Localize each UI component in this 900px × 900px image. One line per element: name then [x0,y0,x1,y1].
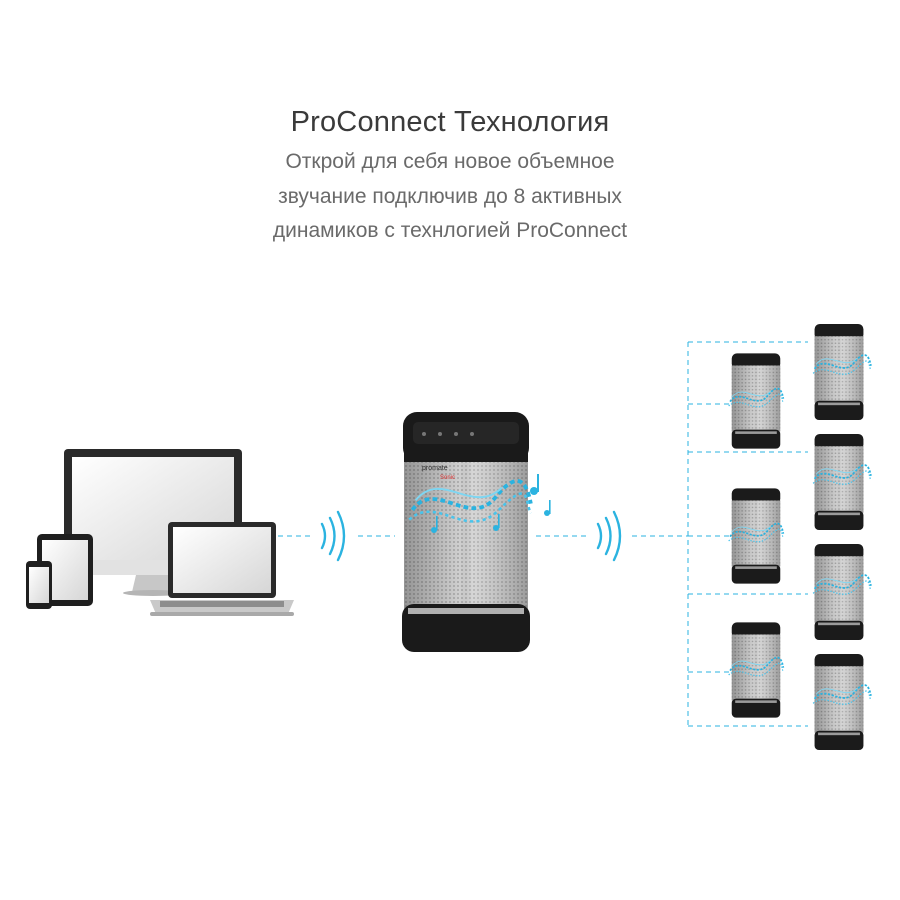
speaker-model-label: Sonic [440,475,455,481]
description-line-3: динамиков с технлогией ProConnect [272,219,628,242]
satellite-speaker-4 [811,324,873,420]
connection-lines [278,341,808,727]
description-line-2: звучание подключив до 8 активных [278,185,622,208]
satellite-speaker-6 [811,544,873,640]
satellite-speaker-7 [811,654,873,750]
signal-waves-right-icon [596,510,622,562]
satellite-speaker-3 [727,622,785,718]
satellite-speaker-5 [811,434,873,530]
laptop-icon [150,522,294,616]
page-title: ProConnect Технология [290,106,610,138]
speaker-brand: promate [422,465,448,472]
satellite-speaker-1 [727,353,785,449]
main-speaker: promate Sonic [402,412,530,652]
satellite-speaker-2 [727,488,785,584]
music-note-icon [431,474,551,533]
signal-waves-left-icon [320,510,346,562]
phone-icon [26,561,52,609]
description-line-1: Открой для себя новое объемное [285,150,615,173]
